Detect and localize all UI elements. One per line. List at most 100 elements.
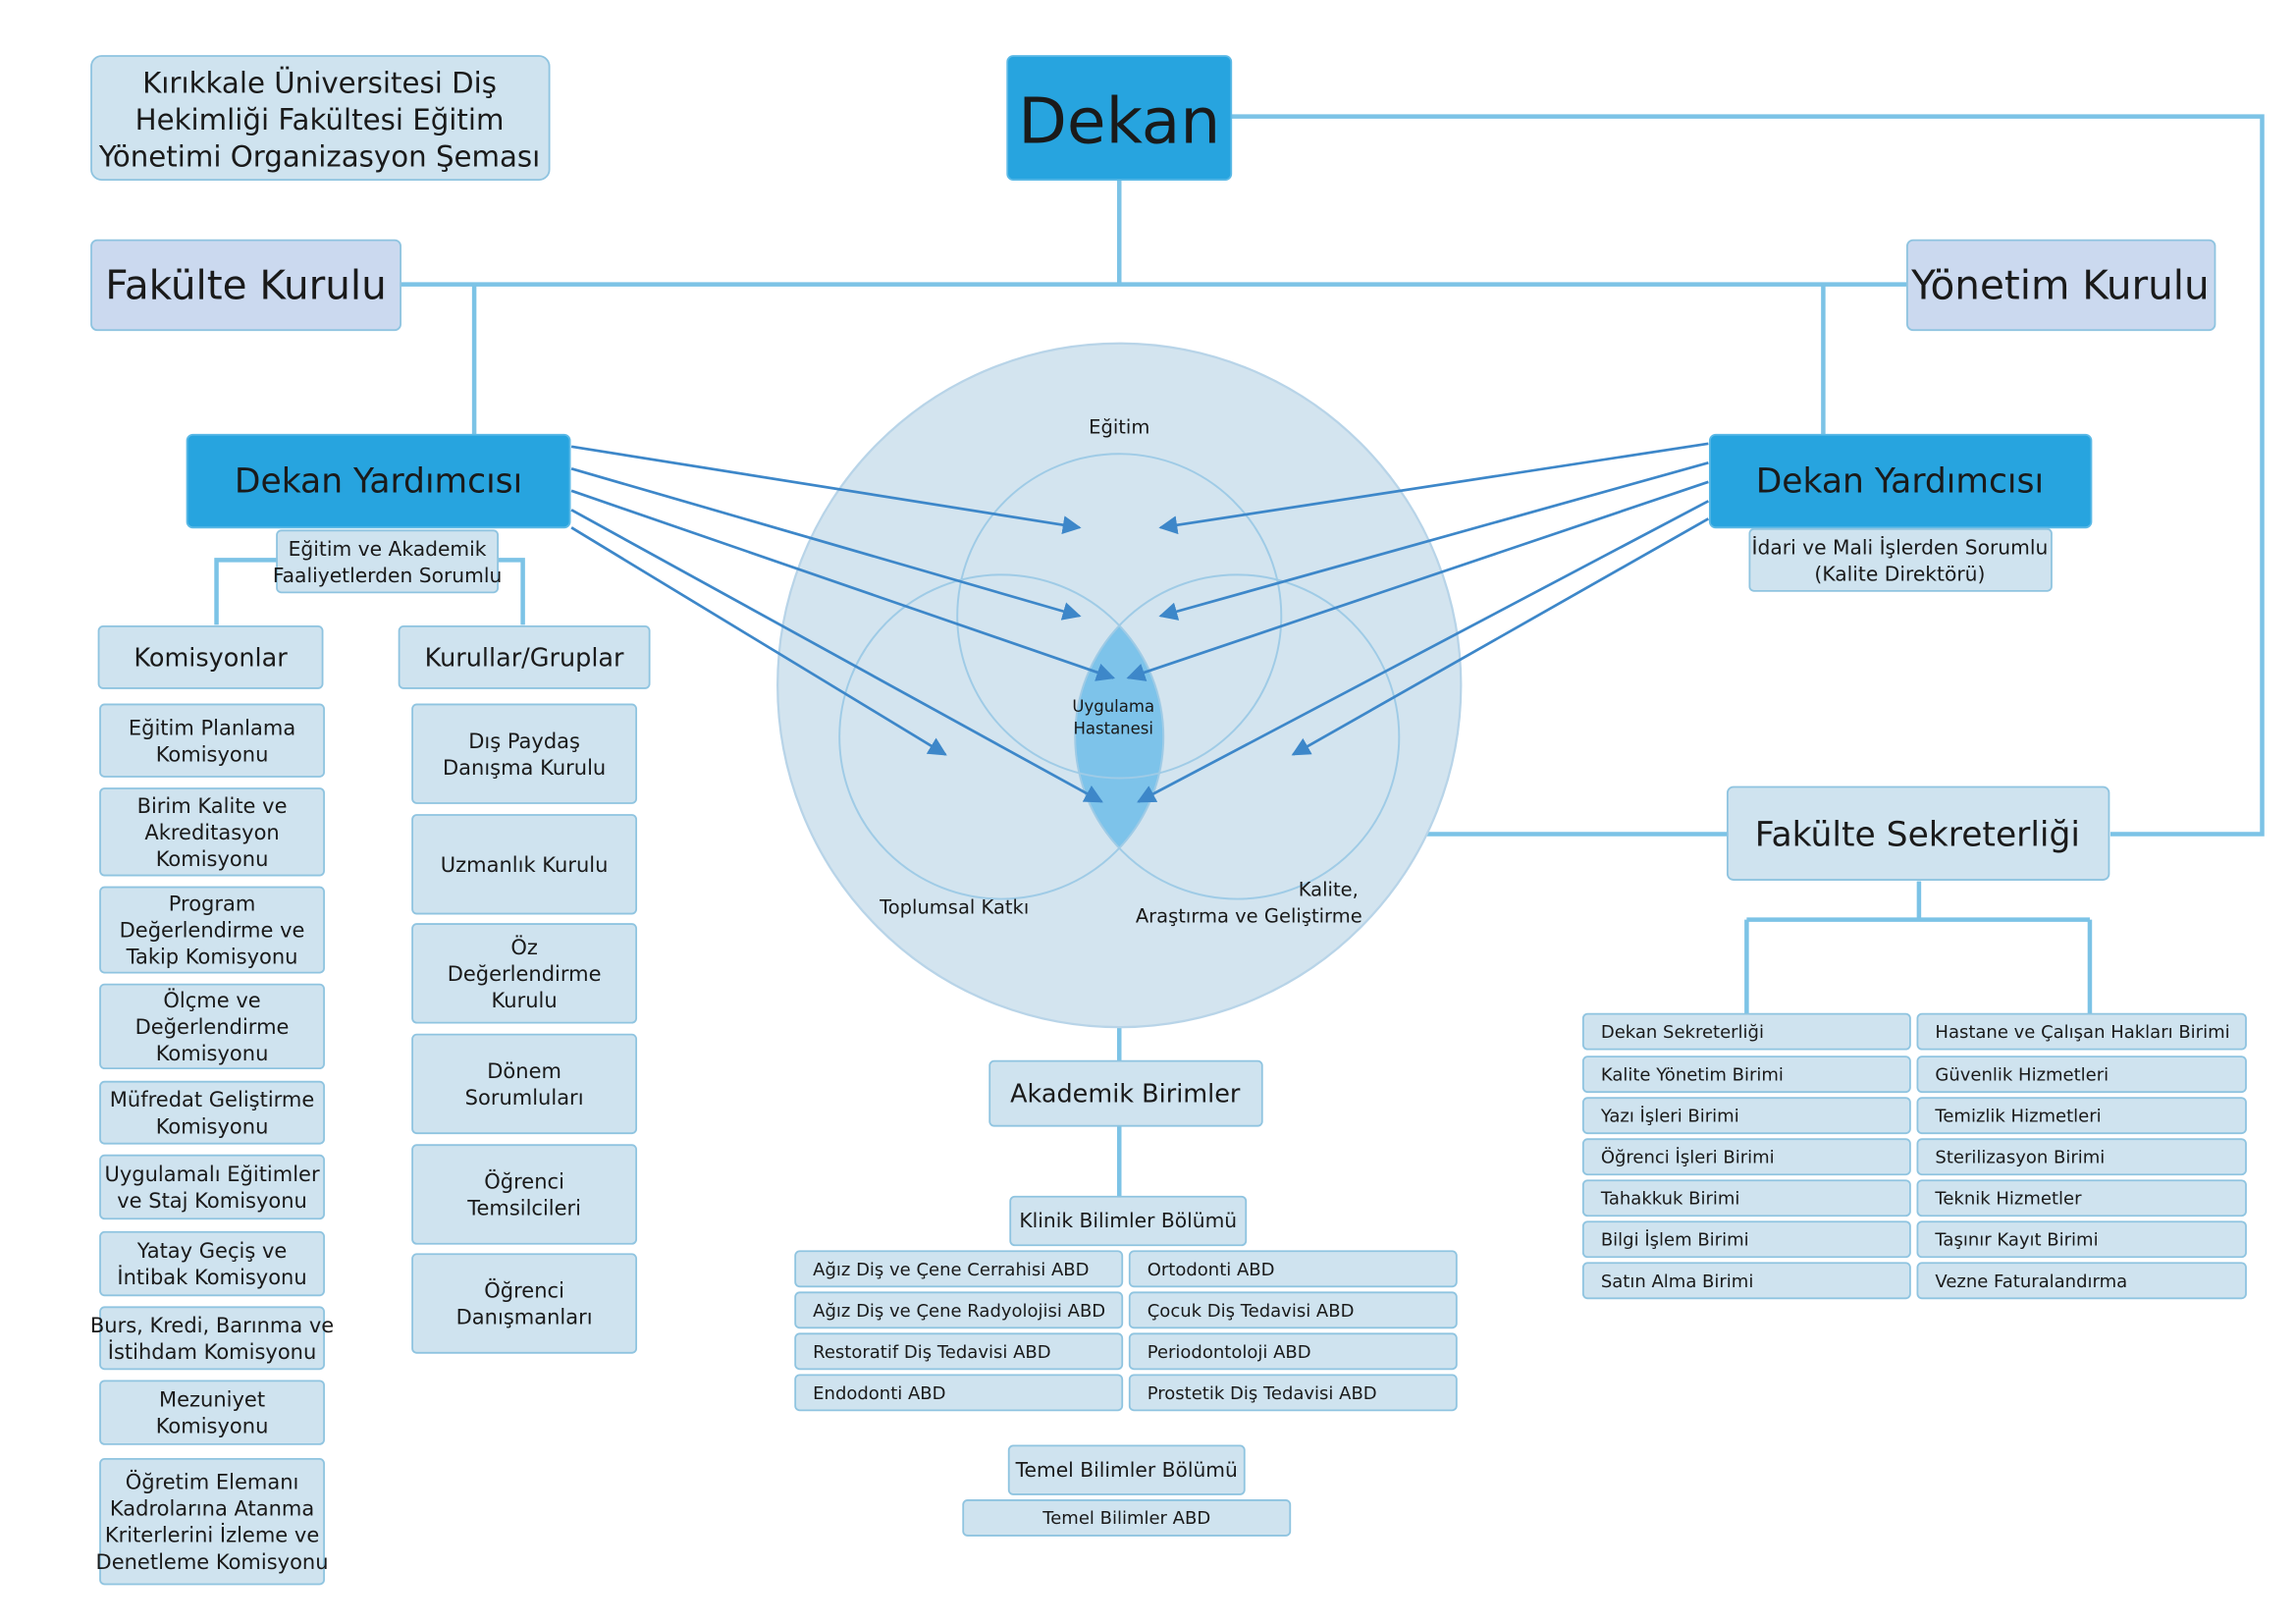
komisyon-item-text: Komisyonu bbox=[156, 742, 269, 766]
sekreterlik-birim-item-text: Sterilizasyon Birimi bbox=[1935, 1148, 2105, 1168]
dekan-yardimcisi-right-sub-1: İdari ve Mali İşlerden Sorumlu bbox=[1752, 535, 2049, 559]
sekreterlik-birim-item: Hastane ve Çalışan Hakları Birimi bbox=[1916, 1012, 2247, 1051]
klinik-abd-item-text: Çocuk Diş Tedavisi ABD bbox=[1148, 1301, 1355, 1322]
yonetim-kurulu-box: Yönetim Kurulu bbox=[1906, 239, 2216, 332]
sekreterlik-birim-item: Yazı İşleri Birimi bbox=[1581, 1097, 1911, 1135]
klinik-right-list: Ortodonti ABD Çocuk Diş Tedavisi ABD Perio… bbox=[1128, 1250, 1458, 1412]
sekreterlik-birim-item: Öğrenci İşleri Birimi bbox=[1581, 1138, 1911, 1176]
sekreterlik-birim-item-text: Vezne Faturalandırma bbox=[1935, 1272, 2127, 1292]
sekreterlik-birim-item-text: Güvenlik Hizmetleri bbox=[1935, 1065, 2109, 1086]
venn-center-label-1: Uygulama bbox=[1072, 697, 1154, 716]
sekreterlik-birim-item-text: Yazı İşleri Birimi bbox=[1600, 1107, 1739, 1127]
kurul-item-text: Uzmanlık Kurulu bbox=[441, 853, 609, 877]
sekreterlik-birim-item: Teknik Hizmetler bbox=[1916, 1179, 2247, 1218]
sekreterlik-birim-item: Sterilizasyon Birimi bbox=[1916, 1138, 2247, 1176]
yonetim-kurulu-label: Yönetim Kurulu bbox=[1910, 262, 2210, 309]
dekan-yardimcisi-right-box: Dekan Yardımcısı bbox=[1708, 433, 2093, 529]
klinik-abd-item: Periodontoloji ABD bbox=[1128, 1332, 1458, 1371]
komisyon-item-text: Müfredat Geliştirme bbox=[110, 1088, 315, 1111]
chart-title-line-1: Kırıkkale Üniversitesi Diş bbox=[142, 65, 497, 100]
temel-bilimler-abd-label: Temel Bilimler ABD bbox=[1041, 1508, 1210, 1529]
venn-circle-egitim bbox=[956, 453, 1283, 780]
sekreterlik-birim-item: Temizlik Hizmetleri bbox=[1916, 1097, 2247, 1135]
komisyon-item-text: Birim Kalite ve bbox=[137, 794, 288, 818]
klinik-left-list: Ağız Diş ve Çene Cerrahisi ABD Ağız Diş v… bbox=[794, 1250, 1124, 1412]
sekreterlik-birim-item-text: Kalite Yönetim Birimi bbox=[1601, 1065, 1784, 1086]
komisyon-item-text: Eğitim Planlama bbox=[129, 716, 295, 739]
venn-diagram: Eğitim Uygulama Hastanesi Toplumsal Katk… bbox=[776, 342, 1463, 1029]
venn-circle-toplumsal bbox=[838, 573, 1165, 900]
klinik-abd-item-text: Ağız Diş ve Çene Radyolojisi ABD bbox=[813, 1301, 1105, 1322]
sekreterlik-birim-item-text: Hastane ve Çalışan Hakları Birimi bbox=[1935, 1022, 2229, 1043]
dekan-yardimcisi-left-sub: Eğitim ve Akademik Faaliyetlerden Soruml… bbox=[273, 529, 502, 594]
kurul-item-text: Danışmanları bbox=[456, 1306, 593, 1329]
komisyon-item-text: Komisyonu bbox=[156, 847, 269, 871]
klinik-abd-item: Ağız Diş ve Çene Radyolojisi ABD bbox=[794, 1291, 1124, 1329]
komisyonlar-title: Komisyonlar bbox=[133, 643, 288, 673]
komisyon-item-text: İntibak Komisyonu bbox=[117, 1265, 306, 1289]
venn-label-egitim: Eğitim bbox=[1089, 415, 1149, 438]
komisyon-item-text: Komisyonu bbox=[156, 1042, 269, 1065]
klinik-abd-item-text: Prostetik Diş Tedavisi ABD bbox=[1148, 1383, 1377, 1404]
kurul-item-text: Öz bbox=[510, 935, 538, 959]
sekreterlik-birim-item-text: Taşınır Kayıt Birimi bbox=[1934, 1230, 2098, 1251]
sekreterlik-birim-item: Güvenlik Hizmetleri bbox=[1916, 1056, 2247, 1094]
sekreterlik-right-list: Hastane ve Çalışan Hakları BirimiGüvenli… bbox=[1916, 1012, 2247, 1300]
komisyon-item-text: Komisyonu bbox=[156, 1415, 269, 1438]
sekreterlik-birim-item: Kalite Yönetim Birimi bbox=[1581, 1056, 1911, 1094]
akademik-birimler-box: Akademik Birimler bbox=[988, 1059, 1263, 1127]
fakulte-kurulu-label: Fakülte Kurulu bbox=[105, 262, 387, 309]
kurul-item-text: Öğrenci bbox=[484, 1169, 564, 1194]
fakulte-sekreterligi-box: Fakülte Sekreterliği bbox=[1726, 785, 2110, 881]
komisyon-item-text: Burs, Kredi, Barınma ve bbox=[90, 1314, 334, 1337]
connectors bbox=[214, 114, 2265, 1197]
komisyon-item-text: Denetleme Komisyonu bbox=[96, 1550, 329, 1574]
klinik-bilimler-title: Klinik Bilimler Bölümü bbox=[1019, 1209, 1237, 1232]
temel-bilimler-box: Temel Bilimler Bölümü bbox=[1007, 1444, 1246, 1495]
komisyon-item-text: Uygulamalı Eğitimler bbox=[104, 1163, 319, 1186]
komisyon-item-text: Program bbox=[169, 893, 256, 916]
komisyon-item-text: Komisyonu bbox=[156, 1114, 269, 1138]
komisyon-item-text: Öğretim Elemanı bbox=[126, 1470, 299, 1494]
venn-label-kalite-2: Araştırma ve Geliştirme bbox=[1136, 905, 1362, 928]
dekan-yardimcisi-right-title: Dekan Yardımcısı bbox=[1756, 461, 2044, 501]
sekreterlik-birim-item-text: Öğrenci İşleri Birimi bbox=[1601, 1147, 1775, 1168]
klinik-abd-item: Ağız Diş ve Çene Cerrahisi ABD bbox=[794, 1250, 1124, 1288]
kurul-item-text: Sorumluları bbox=[465, 1086, 584, 1110]
klinik-bilimler-box: Klinik Bilimler Bölümü bbox=[1009, 1195, 1248, 1247]
dekan-yardimcisi-left-title: Dekan Yardımcısı bbox=[235, 461, 522, 501]
kurul-item-text: Temsilcileri bbox=[466, 1197, 581, 1220]
fakulte-kurulu-box: Fakülte Kurulu bbox=[90, 239, 401, 332]
dekan-yardimcisi-right-sub-2: (Kalite Direktörü) bbox=[1814, 562, 1985, 585]
klinik-abd-item-text: Restoratif Diş Tedavisi ABD bbox=[813, 1342, 1050, 1363]
fakulte-sekreterligi-label: Fakülte Sekreterliği bbox=[1755, 816, 2080, 855]
sekreterlik-birim-item: Taşınır Kayıt Birimi bbox=[1916, 1220, 2247, 1259]
sekreterlik-birim-item: Satın Alma Birimi bbox=[1581, 1262, 1911, 1300]
kurullar-title: Kurullar/Gruplar bbox=[425, 643, 624, 673]
komisyon-item-text: Akreditasyon bbox=[144, 821, 279, 844]
sekreterlik-birim-item-text: Teknik Hizmetler bbox=[1934, 1189, 2082, 1210]
klinik-abd-item-text: Ağız Diş ve Çene Cerrahisi ABD bbox=[813, 1260, 1089, 1280]
sekreterlik-birim-item-text: Tahakkuk Birimi bbox=[1600, 1189, 1740, 1210]
sekreterlik-birim-item: Vezne Faturalandırma bbox=[1916, 1262, 2247, 1300]
kurul-item-text: Dış Paydaş bbox=[468, 730, 580, 753]
dekan-box: Dekan bbox=[1006, 55, 1233, 182]
komisyon-item-text: Kadrolarına Atanma bbox=[110, 1497, 314, 1521]
klinik-abd-item-text: Ortodonti ABD bbox=[1148, 1260, 1275, 1280]
komisyon-item-text: Değerlendirme bbox=[135, 1015, 290, 1039]
komisyon-item-text: Yatay Geçiş ve bbox=[136, 1239, 288, 1263]
chart-title-line-3: Yönetimi Organizasyon Şeması bbox=[98, 140, 540, 174]
